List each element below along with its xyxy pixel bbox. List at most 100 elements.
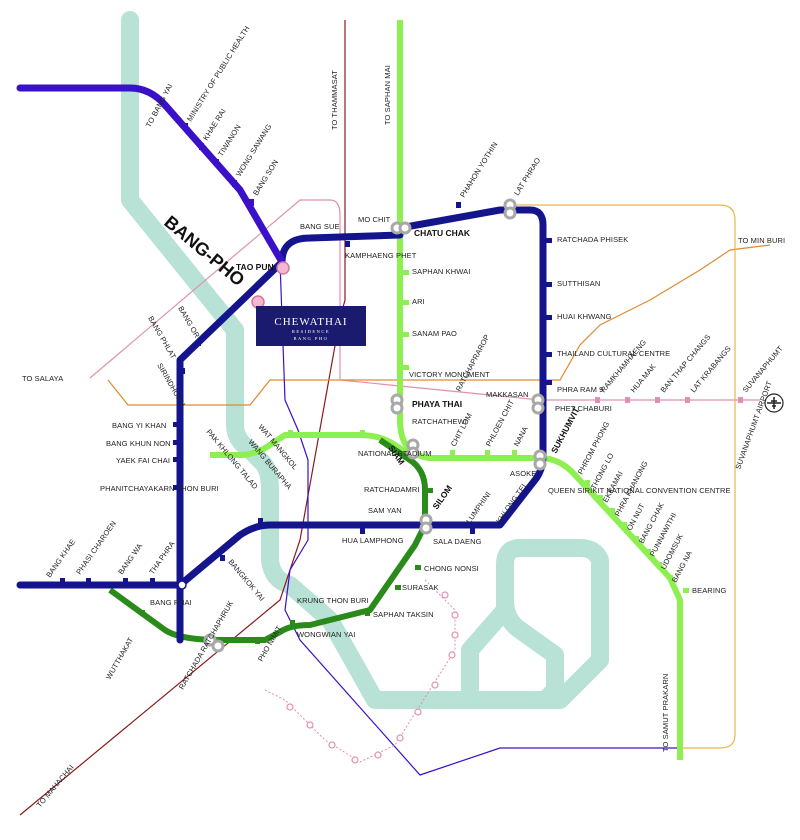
planned-station-dot xyxy=(328,741,336,749)
interchange-ring xyxy=(419,521,433,535)
station-tick xyxy=(199,143,204,150)
purple-ticks xyxy=(183,123,254,206)
planned-station-dot xyxy=(414,708,422,716)
station-label: ASOKE xyxy=(510,469,536,478)
station-tick xyxy=(360,528,365,534)
to-thammasat-label: TO THAMMASAT xyxy=(330,70,339,130)
station-tick xyxy=(288,430,293,435)
station-tick xyxy=(173,485,179,490)
station-tick xyxy=(220,555,225,561)
station-label: MAKKASAN xyxy=(486,390,528,399)
logo-residence: RESIDENCE xyxy=(292,329,330,334)
station-tick xyxy=(196,340,201,346)
station-tick xyxy=(622,522,627,528)
light-green-west-path xyxy=(210,432,412,458)
makkasan-interchange xyxy=(531,393,545,415)
station-label: SURASAK xyxy=(402,583,439,592)
station-tick xyxy=(415,565,421,570)
station-label: THA PHRA xyxy=(147,540,176,577)
planned-station-dot xyxy=(451,611,459,619)
station-tick xyxy=(634,536,639,542)
station-ticks xyxy=(60,123,689,644)
mint-corridor xyxy=(121,11,609,709)
to-salaya-label: TO SALAYA xyxy=(22,374,63,383)
station-label: YAEK FAI CHAI xyxy=(116,456,170,465)
red-line xyxy=(19,20,346,816)
airport-link-station xyxy=(655,397,660,403)
station-tick xyxy=(546,282,552,287)
chewathai-logo: CHEWATHAI RESIDENCE BANG PHO xyxy=(256,306,366,346)
station-tick xyxy=(403,300,409,305)
station-label: BAN THAP CHANGS xyxy=(659,333,713,395)
station-tick xyxy=(360,430,365,435)
chatu-chak-interchange xyxy=(390,221,412,235)
interchange-ring xyxy=(390,401,404,415)
mint-corridor-path xyxy=(121,11,609,709)
station-label: SILOM xyxy=(430,483,454,511)
station-label: BANG SON xyxy=(251,158,280,197)
station-tick xyxy=(345,241,350,247)
station-label: LAT PHRAO xyxy=(512,156,542,197)
station-tick xyxy=(180,368,185,374)
station-tick xyxy=(403,270,409,275)
station-label: SAPHAN TAKSIN xyxy=(373,610,434,619)
station-tick xyxy=(173,440,179,445)
lat-phrao-interchange xyxy=(503,198,517,220)
airport-link-ticks xyxy=(595,397,743,403)
station-tick xyxy=(456,202,461,208)
station-label: BANGKOK YAI xyxy=(226,558,266,603)
station-label: PHO NIMIT xyxy=(256,624,284,663)
station-tick xyxy=(598,495,603,501)
airplane-icon xyxy=(764,393,784,413)
station-label: THAILAND CULTURAL CENTRE xyxy=(557,349,670,358)
interchange-pink xyxy=(276,261,290,275)
station-tick xyxy=(646,549,651,555)
station-label: RATCHADAMRI xyxy=(364,485,420,494)
ratchada-interchange xyxy=(203,633,225,653)
siam-interchange xyxy=(406,438,420,460)
tao-pun-interchange xyxy=(276,261,290,275)
mint-branch-path xyxy=(496,591,564,709)
station-tick xyxy=(140,610,145,616)
logo-background xyxy=(256,306,366,346)
interchange-ring xyxy=(211,639,225,653)
station-tick xyxy=(546,238,552,243)
suvanaphumt-airport-label: SUVANAPHUMT AIRPORT xyxy=(733,379,774,470)
station-label: SAM YAN xyxy=(368,506,402,515)
station-label: ARI xyxy=(412,297,425,306)
station-label: BANG YI KHAN xyxy=(112,421,166,430)
dark-green-ticks xyxy=(140,488,433,644)
station-label: BANG PHLAT xyxy=(146,315,178,361)
station-label: QUEEN SIRIKIT NATIONAL CONVENTION CENTRE xyxy=(548,486,731,495)
airport-link-station xyxy=(738,397,743,403)
station-label: HUA LAMPHONG xyxy=(342,536,404,545)
station-label: MO CHIT xyxy=(358,215,391,224)
station-label: SANAM PAO xyxy=(412,329,457,338)
logo-title: CHEWATHAI xyxy=(274,316,347,328)
planned-station-dot xyxy=(286,703,294,711)
station-label: CHATU CHAK xyxy=(414,228,471,238)
phaya-thai-interchange xyxy=(390,393,404,415)
station-tick xyxy=(365,610,370,616)
station-label: NANA xyxy=(512,425,530,448)
station-label: BANG KHUN NON xyxy=(106,439,171,448)
pink-dotted-line xyxy=(264,579,459,764)
planned-station-dot xyxy=(431,681,439,689)
station-label: BANG WA xyxy=(116,542,144,577)
station-label: WONGWIAN YAI xyxy=(297,630,355,639)
to-min-buri-label: TO MIN BURI xyxy=(738,236,785,245)
station-tick xyxy=(683,588,689,593)
station-label: KHAE RAI xyxy=(201,107,228,142)
station-label: PHET CHABURI xyxy=(555,404,612,413)
airport-link-station xyxy=(595,397,600,403)
pink-line xyxy=(89,199,760,401)
station-tick xyxy=(450,450,455,456)
station-label: BEARING xyxy=(692,586,727,595)
planned-station-dot xyxy=(374,751,382,759)
station-label: TAO PUN xyxy=(236,262,274,272)
station-tick xyxy=(546,380,552,385)
interchange-ring xyxy=(406,446,420,460)
station-label: NATIONAL STADIUM xyxy=(358,449,432,458)
